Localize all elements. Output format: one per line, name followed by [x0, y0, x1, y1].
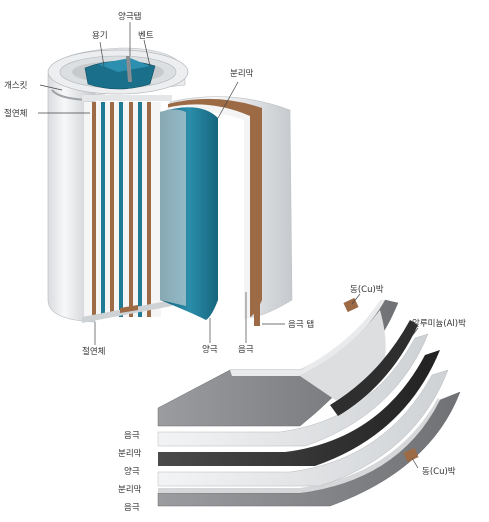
stack-sheet-separator-1 [157, 333, 429, 447]
stack-label-separator-1: 분리막 [118, 448, 142, 459]
stack-label-separator-2: 분리막 [118, 484, 142, 495]
stack-labels: 동(Cu)박 알루미늄(Al)박 동(Cu)박 음극 분리막 양극 분리막 음극 [118, 284, 466, 513]
label-cathode: 양극 [202, 344, 218, 355]
cylindrical-cell [47, 47, 293, 326]
positive-tab-strip [126, 56, 132, 82]
label-aluminum-foil: 알루미늄(Al)박 [412, 318, 466, 329]
label-separator: 분리막 [230, 68, 254, 79]
label-positive-tab: 양극탭 [118, 11, 141, 22]
stack-label-anode-top: 음극 [124, 431, 140, 441]
copper-foil-tab-top [343, 297, 359, 313]
insulator-top-layer [82, 95, 172, 101]
label-negative-tab: 음극 탭 [288, 319, 314, 330]
copper-foil-tab-bottom [403, 447, 419, 463]
label-gasket: 개스킷 [4, 80, 28, 91]
cell-labels: 양극탭 용기 벤트 개스킷 절연체 분리막 절연체 양극 음극 음극 탭 [4, 11, 314, 357]
cell-leader-lines [38, 22, 285, 345]
label-vent: 벤트 [138, 30, 154, 41]
label-insulator-top: 절연체 [4, 108, 27, 119]
electrode-roll [84, 102, 161, 317]
stack-sheet-separator-2 [157, 369, 449, 487]
label-anode: 음극 [238, 345, 254, 355]
label-copper-foil-bottom: 동(Cu)박 [422, 466, 456, 477]
stack-label-anode-bottom: 음극 [124, 503, 140, 513]
stack-sheet-cathode [158, 350, 440, 466]
negative-tab-strip-bottom [120, 305, 138, 313]
label-insulator-bottom: 절연체 [82, 346, 105, 357]
anode-copper-sheet [168, 98, 262, 318]
label-container: 용기 [92, 31, 108, 41]
electrode-stack [157, 297, 461, 507]
cell-can [47, 74, 96, 323]
stack-leader-lines [351, 293, 419, 469]
negative-tab [254, 300, 260, 326]
label-copper-foil-top: 동(Cu)박 [350, 284, 384, 295]
stack-label-cathode: 양극 [124, 466, 140, 477]
